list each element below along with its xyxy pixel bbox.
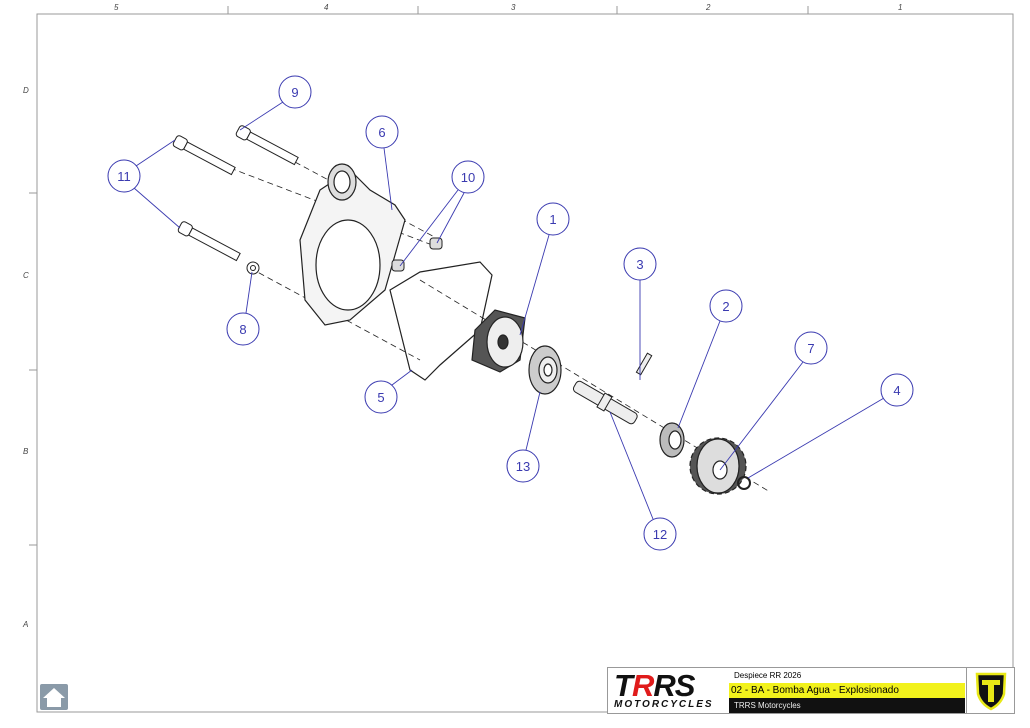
gasket (389, 261, 493, 381)
balloon-4: 4 (880, 373, 914, 407)
balloon-number: 7 (807, 341, 814, 356)
balloon-12: 12 (643, 517, 677, 551)
balloon-number: 11 (117, 169, 131, 184)
balloon-circle (536, 202, 570, 236)
zone-row-label: B (23, 447, 29, 456)
balloon-number: 10 (461, 170, 475, 185)
project-name: Despiece RR 2026 (734, 671, 802, 680)
bearing (528, 345, 562, 395)
sheet-frame (36, 13, 1014, 713)
balloon-circle (107, 159, 141, 193)
balloon-9: 9 (278, 75, 312, 109)
zone-row-label: D (23, 86, 29, 95)
balloon-number: 1 (549, 212, 556, 227)
balloon-2: 2 (709, 289, 743, 323)
balloon-circle (226, 312, 260, 346)
balloon-1: 1 (536, 202, 570, 236)
zone-ticks (29, 6, 809, 546)
pump-cover (299, 163, 406, 326)
balloon-circle (643, 517, 677, 551)
leader-lines (133, 101, 885, 520)
balloon-circle (794, 331, 828, 365)
balloon-circle (623, 247, 657, 281)
logo-sub-text: MOTORCYCLES (614, 699, 714, 710)
balloon-10: 10 (451, 160, 485, 194)
zone-col-label: 1 (898, 3, 903, 12)
zone-col-label: 2 (706, 3, 711, 12)
balloon-5: 5 (364, 380, 398, 414)
balloon-circle (451, 160, 485, 194)
gear (689, 437, 747, 495)
balloon-circle (880, 373, 914, 407)
balloon-number: 9 (291, 85, 298, 100)
zone-row-label: C (23, 271, 29, 280)
balloon-number: 8 (239, 322, 246, 337)
balloon-circle (709, 289, 743, 323)
balloon-number: 3 (636, 257, 643, 272)
zone-col-label: 4 (324, 3, 329, 12)
balloon-circle (364, 380, 398, 414)
zone-col-label: 3 (511, 3, 516, 12)
balloon-number: 2 (722, 299, 729, 314)
balloon-7: 7 (794, 331, 828, 365)
trrs-badge-logo (966, 668, 1015, 713)
title-block: TRRS MOTORCYCLES Despiece RR 2026 02 - B… (607, 667, 1015, 714)
balloon-number: 5 (377, 390, 384, 405)
home-icon (43, 688, 65, 707)
balloon-number: 6 (378, 125, 385, 140)
balloon-6: 6 (365, 115, 399, 149)
balloon-13: 13 (506, 449, 540, 483)
logo-main-text: TRRS (614, 668, 695, 703)
balloon-circle (278, 75, 312, 109)
balloon-number: 13 (516, 459, 530, 474)
drawing-title: 02 - BA - Bomba Agua - Explosionado (729, 683, 965, 698)
home-button[interactable] (40, 684, 68, 710)
zone-row-label: A (23, 620, 29, 629)
circlip (737, 476, 751, 490)
balloon-number: 12 (653, 527, 667, 542)
dowel-pins (391, 237, 443, 272)
bearing-small (659, 422, 685, 458)
zone-col-label: 5 (114, 3, 119, 12)
shaft (572, 352, 653, 425)
trrs-logo: TRRS MOTORCYCLES (608, 668, 728, 713)
balloon-circle (506, 449, 540, 483)
balloon-circle (365, 115, 399, 149)
balloon-11: 11 (107, 159, 141, 193)
balloon-number: 4 (893, 383, 900, 398)
impeller (471, 309, 526, 373)
balloon-8: 8 (226, 312, 260, 346)
bolts (172, 125, 299, 275)
balloon-3: 3 (623, 247, 657, 281)
company-name: TRRS Motorcycles (729, 698, 965, 713)
